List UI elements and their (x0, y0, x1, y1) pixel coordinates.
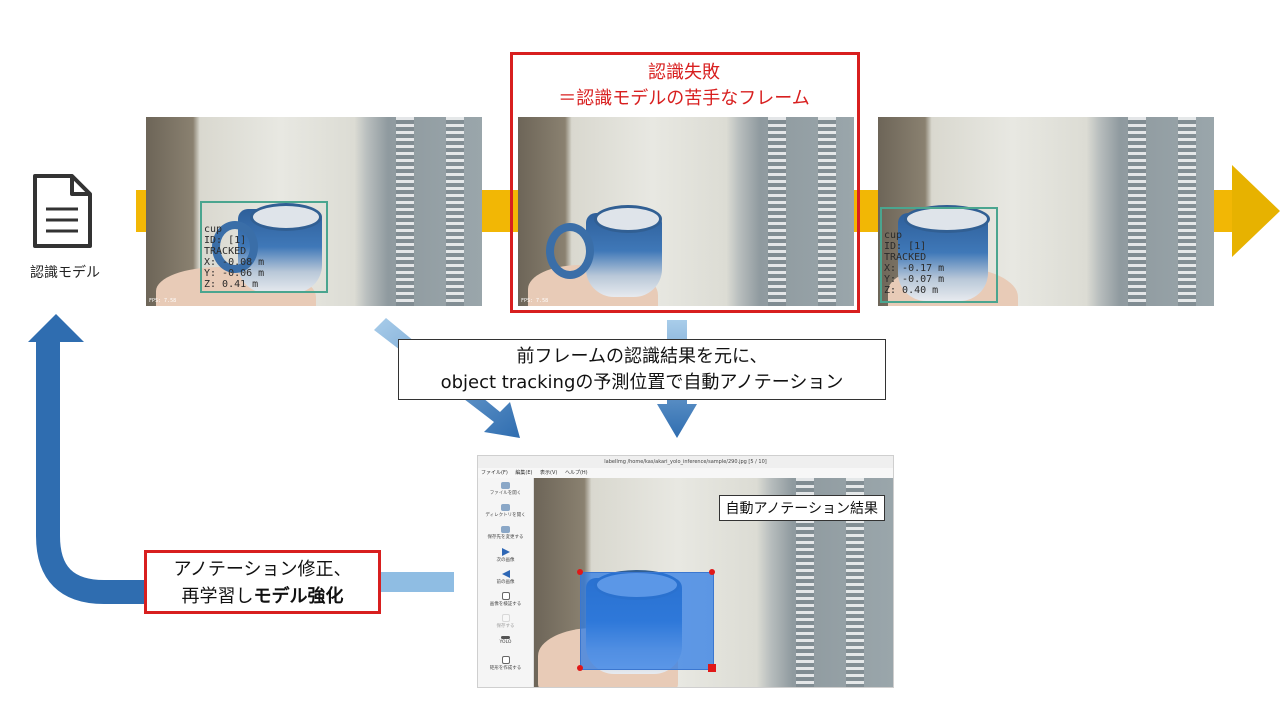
menu-view[interactable]: 表示(V) (540, 470, 558, 476)
folder-icon (501, 526, 510, 533)
arrow-right-icon (501, 548, 510, 556)
format-icon (501, 636, 510, 639)
retrain-box: アノテーション修正、 再学習しモデル強化 (144, 550, 381, 614)
save-icon (501, 614, 510, 622)
menu-help[interactable]: ヘルプ(H) (564, 470, 588, 476)
detection-bbox (880, 207, 998, 303)
failure-caption: 認識失敗 ＝認識モデルの苦手なフレーム (558, 62, 810, 109)
checkbox-icon (501, 592, 510, 600)
save-button[interactable]: 保存する (478, 614, 533, 629)
arrow-left-icon (501, 570, 510, 578)
create-rect-button[interactable]: 矩形を作成する (478, 656, 533, 671)
open-file-button[interactable]: ファイルを開く (478, 482, 533, 496)
rect-icon (501, 656, 510, 664)
corner-handle[interactable] (577, 665, 583, 671)
corner-handle[interactable] (708, 664, 716, 672)
prev-image-button[interactable]: 前の画像 (478, 570, 533, 585)
format-yolo-button[interactable]: YOLO (478, 636, 533, 645)
auto-annotation-note: 前フレームの認識結果を元に、 object trackingの予測位置で自動アノ… (398, 339, 886, 400)
labelimg-window: labelImg /home/kas/akari_yolo_inference/… (477, 455, 894, 688)
tool-sidebar: ファイルを開く ディレクトリを開く 保存先を変更する 次の画像 前の画像 画像を… (478, 478, 534, 687)
corner-handle[interactable] (577, 569, 583, 575)
annotation-rect[interactable] (580, 572, 714, 670)
model-label: 認識モデル (30, 265, 100, 281)
detection-bbox (200, 201, 328, 293)
change-save-dir-button[interactable]: 保存先を変更する (478, 526, 533, 540)
fps-readout: FPS: 7.58 (149, 298, 177, 304)
video-frame-2: FPS: 7.58 (518, 117, 854, 306)
open-icon (501, 482, 510, 489)
document-icon (33, 174, 92, 248)
folder-icon (501, 504, 510, 511)
corner-handle[interactable] (709, 569, 715, 575)
failure-highlight-box (510, 52, 860, 313)
window-title: labelImg /home/kas/akari_yolo_inference/… (478, 456, 893, 468)
fps-readout: FPS: 7.58 (521, 298, 549, 304)
image-canvas[interactable]: 自動アノテーション結果 (534, 478, 893, 687)
open-dir-button[interactable]: ディレクトリを開く (478, 504, 533, 518)
menu-file[interactable]: ファイル(F) (481, 470, 508, 476)
auto-annotation-result-label: 自動アノテーション結果 (718, 495, 885, 521)
next-image-button[interactable]: 次の画像 (478, 548, 533, 563)
menu-edit[interactable]: 編集(E) (515, 470, 533, 476)
verify-image-button[interactable]: 画像を検証する (478, 592, 533, 607)
